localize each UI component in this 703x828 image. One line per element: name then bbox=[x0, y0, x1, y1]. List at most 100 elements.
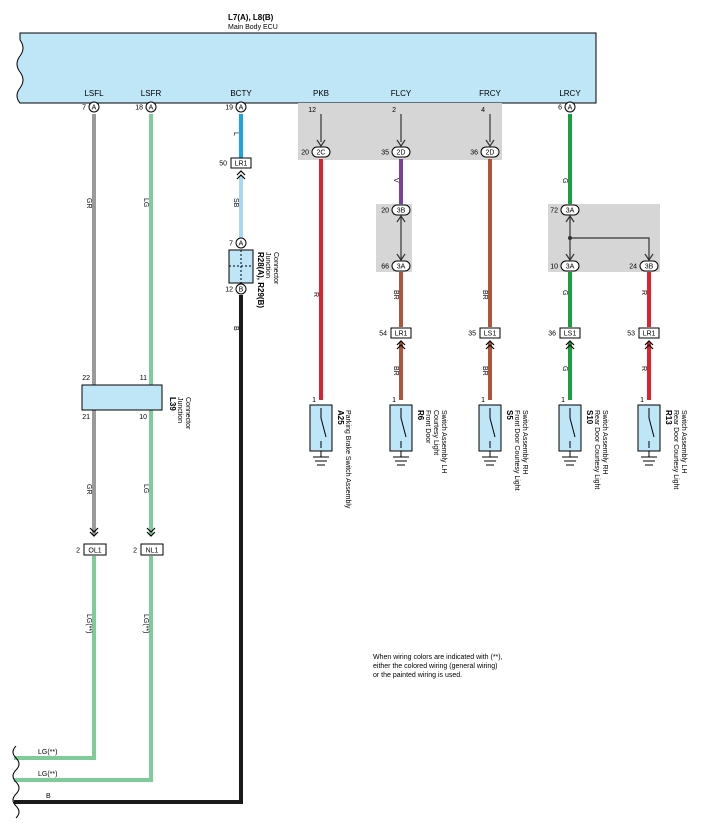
switch-r13: 1 R13 Rear Door Courtesy Light Switch As… bbox=[637, 397, 687, 489]
svg-text:1: 1 bbox=[481, 397, 485, 404]
pin-lsfl: A 7 bbox=[82, 101, 100, 113]
arrow-flcy bbox=[396, 139, 406, 148]
svg-text:Switch Assembly LH: Switch Assembly LH bbox=[680, 410, 687, 473]
label-lrcy-lower: G bbox=[561, 366, 568, 371]
jrr-arrows bbox=[565, 214, 654, 262]
svg-text:A: A bbox=[239, 105, 244, 112]
jrr-right: 3B 24 bbox=[629, 260, 659, 272]
l39-id: L39 bbox=[168, 397, 177, 411]
svg-text:36: 36 bbox=[470, 150, 478, 157]
wire-bcty-lower bbox=[14, 295, 243, 804]
label-lsfl-lower: LG(**) bbox=[85, 614, 92, 633]
bottom-wire-label-1: LG(**) bbox=[38, 749, 57, 756]
svg-text:S5: S5 bbox=[505, 410, 514, 420]
svg-text:3B: 3B bbox=[645, 264, 654, 271]
svg-text:35: 35 bbox=[468, 331, 476, 338]
note-line-3: or the painted wiring is used. bbox=[373, 672, 462, 679]
label-lsfr-lower: LG(**) bbox=[142, 614, 149, 633]
svg-text:R13: R13 bbox=[664, 410, 673, 425]
svg-text:10: 10 bbox=[139, 414, 147, 421]
label-lrcy-mid: G bbox=[561, 290, 568, 295]
svg-text:2C: 2C bbox=[317, 150, 326, 157]
svg-text:19: 19 bbox=[225, 105, 233, 112]
svg-text:Switch Assembly RH: Switch Assembly RH bbox=[521, 410, 528, 475]
svg-text:Switch Assembly LH: Switch Assembly LH bbox=[440, 410, 447, 473]
svg-text:35: 35 bbox=[381, 150, 389, 157]
label-bcty-upper: L bbox=[232, 132, 239, 136]
svg-text:LR1: LR1 bbox=[643, 331, 656, 338]
svg-text:LS1: LS1 bbox=[564, 331, 577, 338]
svg-text:NL1: NL1 bbox=[146, 548, 159, 555]
svg-text:A: A bbox=[92, 105, 97, 112]
switch-r6: 1 R6 Front Door Courtesy Light Switch As… bbox=[389, 397, 447, 473]
label-flcy-upper: V bbox=[392, 178, 399, 183]
svg-text:53: 53 bbox=[627, 331, 635, 338]
svg-text:LR1: LR1 bbox=[235, 161, 248, 168]
svg-text:3A: 3A bbox=[397, 264, 406, 271]
ecu-subtitle: Main Body ECU bbox=[228, 24, 278, 31]
label-flcy-lower: BR bbox=[392, 366, 399, 376]
svg-text:Rear Door Courtesy Light: Rear Door Courtesy Light bbox=[593, 410, 600, 489]
terminal-flcy: FLCY bbox=[391, 89, 412, 98]
svg-text:72: 72 bbox=[550, 208, 558, 215]
svg-text:A: A bbox=[568, 105, 573, 112]
pin-lsfr: A 18 bbox=[135, 101, 157, 113]
svg-text:OL1: OL1 bbox=[88, 548, 101, 555]
svg-text:Parking Brake Switch Assembly: Parking Brake Switch Assembly bbox=[344, 410, 351, 509]
connector-lr1-fl: LR1 54 bbox=[379, 327, 412, 350]
svg-text:1: 1 bbox=[561, 397, 565, 404]
j3-arrows bbox=[396, 214, 406, 262]
switch-s5: 1 S5 Front Door Courtesy Light Switch As… bbox=[478, 397, 528, 491]
svg-text:12: 12 bbox=[225, 287, 233, 294]
label-lrcy-upper: G bbox=[561, 178, 568, 183]
svg-text:21: 21 bbox=[82, 414, 90, 421]
label-bcty-lower: B bbox=[232, 326, 239, 331]
note-line-2: either the colored wiring (general wirin… bbox=[373, 663, 498, 670]
svg-text:20: 20 bbox=[381, 208, 389, 215]
jrr-splice bbox=[568, 236, 572, 240]
svg-text:6: 6 bbox=[558, 105, 562, 112]
j2-pin-frcy: 2D 36 bbox=[470, 146, 500, 158]
svg-text:20: 20 bbox=[301, 150, 309, 157]
connector-ol1: OL1 2 bbox=[76, 527, 107, 556]
pin-lrcy: A 6 bbox=[558, 101, 576, 113]
break-mark bbox=[12, 745, 20, 819]
label-rr-lower: R bbox=[640, 366, 647, 371]
connector-r28-r29: A 7 B 12 R28(A), R29(B) Junction Connect… bbox=[225, 237, 279, 308]
label-flcy-mid: BR bbox=[392, 290, 399, 300]
arrow-frcy bbox=[485, 139, 495, 148]
ecu-title: L7(A), L8(B) bbox=[228, 13, 274, 22]
bottom-wire-label-3: B bbox=[46, 793, 51, 800]
svg-text:Switch Assembly RH: Switch Assembly RH bbox=[601, 410, 608, 475]
jrr-top: 3A 72 bbox=[550, 204, 580, 216]
note-line-1: When wiring colors are indicated with (*… bbox=[373, 654, 503, 661]
svg-text:66: 66 bbox=[381, 264, 389, 271]
svg-text:A: A bbox=[149, 105, 154, 112]
svg-text:10: 10 bbox=[550, 264, 558, 271]
svg-text:2: 2 bbox=[76, 548, 80, 555]
pin-bcty: A 19 bbox=[225, 101, 247, 113]
r28-name-2: Connector bbox=[272, 252, 279, 285]
j2-pin-pkb: 2C 20 bbox=[301, 146, 331, 158]
svg-text:1: 1 bbox=[312, 397, 316, 404]
svg-text:A25: A25 bbox=[336, 410, 345, 425]
terminal-lsfl: LSFL bbox=[84, 89, 104, 98]
connector-ls1-rl: LS1 36 bbox=[548, 327, 581, 350]
label-lsfr-mid: LG bbox=[142, 484, 149, 493]
svg-text:S10: S10 bbox=[585, 410, 594, 425]
svg-text:B: B bbox=[239, 287, 244, 294]
switch-a25: 1 A25 Parking Brake Switch Assembly bbox=[309, 397, 351, 509]
svg-text:2D: 2D bbox=[486, 150, 495, 157]
terminal-pkb: PKB bbox=[313, 89, 329, 98]
connector-nl1: NL1 2 bbox=[133, 527, 164, 556]
bottom-wire-label-2: LG(**) bbox=[38, 771, 57, 778]
r28-name-1: Junction bbox=[264, 252, 271, 278]
wire-lsfr-lower bbox=[14, 556, 153, 782]
svg-text:1: 1 bbox=[392, 397, 396, 404]
label-frcy-lower: BR bbox=[481, 366, 488, 376]
label-lsfl-mid: GR bbox=[85, 484, 92, 495]
svg-text:50: 50 bbox=[219, 161, 227, 168]
connector-lr1-bcty: LR1 50 bbox=[219, 157, 252, 180]
